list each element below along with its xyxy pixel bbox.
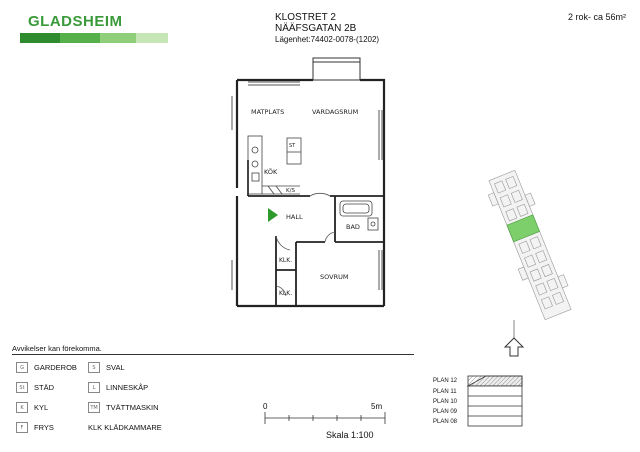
legend-label: TVÄTTMASKIN xyxy=(106,403,159,412)
scale-end: 5m xyxy=(371,402,383,411)
legend-item: KLK KLÄDKAMMARE xyxy=(88,422,208,433)
room-matplats: MATPLATS xyxy=(251,108,284,116)
legend-label: SVAL xyxy=(106,363,125,372)
legend-label: KYL xyxy=(34,403,49,412)
floor-label: PLAN 11 xyxy=(433,389,457,395)
legend-code: L xyxy=(88,382,100,393)
legend-code: St xyxy=(16,382,28,393)
room-vardagsrum: VARDAGSRUM xyxy=(312,108,358,116)
legend-label: GARDEROB xyxy=(34,363,77,372)
room-bad: BAD xyxy=(346,223,360,231)
room-klk-2: KLK. xyxy=(279,290,292,297)
legend-label: KLK KLÄDKAMMARE xyxy=(88,423,162,432)
north-arrow-icon xyxy=(503,320,525,357)
project-address: NÄÄFSGATAN 2B xyxy=(275,23,357,34)
project-name: KLOSTRET 2 xyxy=(275,12,336,23)
legend-item: G GARDEROB xyxy=(16,362,88,373)
apartment-id: Lägenhet:74402-0078-(1202) xyxy=(275,35,380,44)
legend-code: TM xyxy=(88,402,100,413)
scale-start: 0 xyxy=(263,402,268,411)
legend-label: LINNESKÅP xyxy=(106,383,149,392)
apartment-size: 2 rok- ca 56m² xyxy=(567,12,626,22)
floor-label: PLAN 10 xyxy=(433,399,458,405)
room-kok: KÖK xyxy=(264,167,278,176)
scale-label: Skala 1:100 xyxy=(326,430,374,440)
entrance-arrow-icon xyxy=(268,208,278,222)
floor-label: PLAN 08 xyxy=(433,419,458,425)
legend-code: F xyxy=(16,422,28,433)
project-info: KLOSTRET 2 NÄÄFSGATAN 2B Lägenhet:74402-… xyxy=(275,12,379,45)
legend-item: TM TVÄTTMASKIN xyxy=(88,402,208,413)
floor-label: PLAN 09 xyxy=(433,409,458,415)
kitchen-counter xyxy=(247,135,300,195)
legend-label: STÄD xyxy=(34,383,55,392)
divider xyxy=(12,354,414,355)
legend-code: G xyxy=(16,362,28,373)
key-plan xyxy=(487,169,572,321)
floor-stack xyxy=(466,375,523,427)
door-swings xyxy=(275,192,336,297)
bathroom-fixtures xyxy=(339,200,379,231)
legend: G GARDEROB S SVAL St STÄD L LINNESKÅP K KYL T… xyxy=(16,362,208,433)
legend-item: St STÄD xyxy=(16,382,88,393)
legend-label: FRYS xyxy=(34,423,54,432)
legend-item: K KYL xyxy=(16,402,88,413)
legend-code: K xyxy=(16,402,28,413)
legend-item: F FRYS xyxy=(16,422,88,433)
scale-bar xyxy=(264,412,386,424)
legend-item: S SVAL xyxy=(88,362,208,373)
balcony xyxy=(312,57,361,81)
room-ks: K/S xyxy=(286,188,295,194)
storage-cabinet xyxy=(286,137,302,165)
inner-walls xyxy=(247,160,384,306)
brand-logo: GLADSHEIM xyxy=(28,13,123,30)
room-st: ST xyxy=(289,143,296,149)
brand-color-bar xyxy=(20,33,168,43)
legend-item: L LINNESKÅP xyxy=(88,382,208,393)
outer-walls xyxy=(235,78,386,308)
key-plan-highlight xyxy=(506,214,540,243)
legend-code: S xyxy=(88,362,100,373)
disclaimer-note: Avvikelser kan förekomma. xyxy=(12,344,102,353)
floor-label: PLAN 12 xyxy=(433,378,458,384)
room-hall: HALL xyxy=(286,213,303,221)
windows xyxy=(231,81,383,290)
room-klk-1: KLK. xyxy=(279,257,292,264)
room-sovrum: SOVRUM xyxy=(320,273,348,281)
